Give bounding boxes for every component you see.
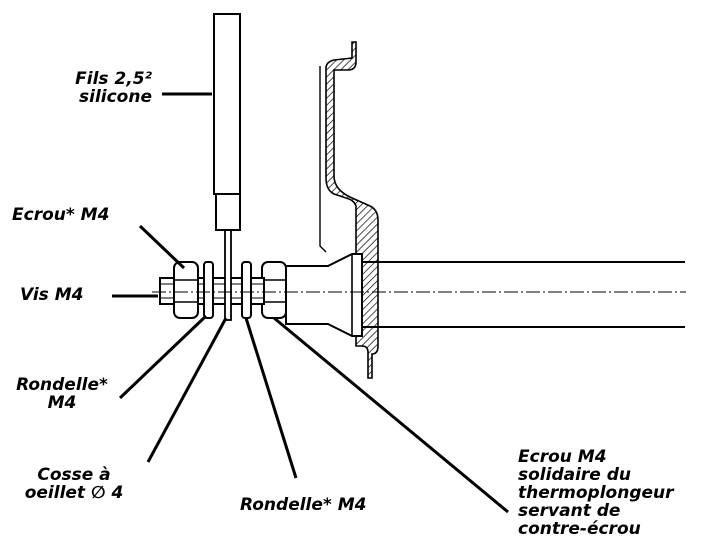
leader-lines (112, 92, 509, 514)
outer-nut (173, 261, 199, 319)
leader-ecrou (138, 224, 186, 270)
label-vis: Vis M4 (20, 285, 84, 305)
label-fils: Fils 2,5² silicone (40, 70, 152, 106)
leader-rondelle-left (118, 314, 208, 400)
tank-wall-section (325, 41, 379, 379)
washer-left (203, 261, 214, 319)
label-ecrou-solidaire: Ecrou M4 solidaire du thermoplongeur ser… (518, 448, 674, 538)
label-cosse-line2: oeillet ∅ 4 (24, 483, 124, 503)
silicone-wire (213, 13, 241, 231)
label-fils-line2: silicone (79, 87, 152, 107)
label-fils-line1: Fils 2,5² (75, 69, 152, 89)
leader-rondelle-right (244, 317, 298, 479)
label-rondelle-left-line2: M4 (47, 393, 77, 413)
label-rondelle-left-line1: Rondelle* (16, 375, 108, 395)
washer-right (241, 261, 252, 319)
ring-terminal (224, 227, 232, 321)
tank-wall-outline (319, 66, 327, 253)
label-cosse: Cosse à oeillet ∅ 4 (4, 466, 144, 502)
heater-tube (285, 253, 685, 337)
label-rondelle-left: Rondelle* M4 (2, 376, 122, 412)
label-ecrou-solidaire-line5: contre-écrou (518, 519, 641, 539)
leader-cosse (146, 317, 228, 463)
label-ecrou-top: Ecrou* M4 (12, 205, 110, 225)
label-ecrou-solidaire-line2: solidaire du (518, 465, 632, 485)
label-rondelle-bottom: Rondelle* M4 (240, 495, 367, 515)
leader-ecrou-solidaire (273, 316, 509, 514)
label-ecrou-solidaire-line4: servant de (518, 501, 621, 521)
label-ecrou-solidaire-line3: thermoplongeur (518, 483, 674, 503)
label-cosse-line1: Cosse à (37, 465, 111, 485)
integrated-nut (261, 261, 287, 319)
label-ecrou-solidaire-line1: Ecrou M4 (518, 447, 607, 467)
